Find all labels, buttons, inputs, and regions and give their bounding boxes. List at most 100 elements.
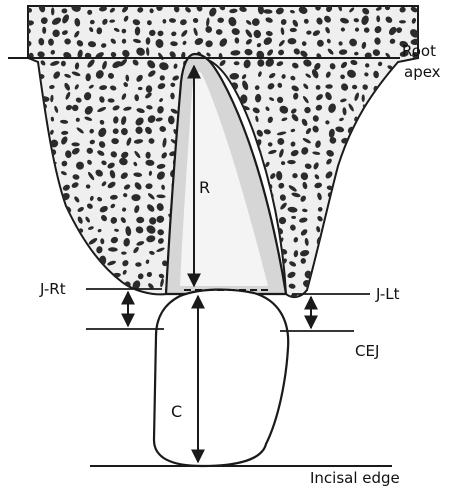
trabecula-mark — [360, 259, 370, 269]
trabecula-mark — [375, 224, 385, 236]
trabecula-mark — [64, 249, 73, 257]
trabecula-mark — [61, 226, 72, 235]
trabecula-mark — [337, 195, 344, 201]
trabecula-mark — [351, 179, 359, 188]
trabecula-mark — [409, 105, 414, 115]
trabecula-mark — [325, 257, 333, 266]
trabecula-mark — [327, 282, 335, 289]
trabecula-mark — [88, 295, 97, 302]
trabecula-mark — [51, 224, 57, 231]
trabecula-mark — [87, 262, 96, 269]
trabecula-mark — [408, 84, 416, 91]
trabecula-mark — [372, 259, 380, 266]
trabecula-mark — [373, 215, 379, 221]
trabecula-mark — [387, 207, 393, 213]
trabecula-mark — [349, 269, 359, 277]
trabecula-mark — [400, 179, 408, 189]
trabecula-mark — [411, 248, 421, 256]
trabecula-mark — [388, 260, 393, 269]
trabecula-mark — [50, 191, 59, 200]
trabecula-mark — [27, 184, 35, 192]
trabecula-mark — [340, 227, 346, 234]
trabecula-mark — [134, 292, 140, 298]
trabecula-mark — [386, 85, 394, 93]
trabecula-mark — [409, 115, 417, 122]
trabecula-mark — [364, 138, 369, 146]
trabecula-mark — [26, 282, 32, 288]
trabecula-mark — [75, 280, 82, 287]
trabecula-mark — [72, 292, 79, 298]
trabecula-mark — [351, 172, 359, 182]
trabecula-mark — [386, 269, 391, 277]
trabecula-mark — [376, 136, 382, 143]
trabecula-mark — [26, 73, 35, 81]
tooth-crown — [154, 290, 288, 466]
trabecula-mark — [27, 170, 36, 180]
trabecula-mark — [339, 248, 347, 257]
trabecula-mark — [325, 214, 336, 225]
trabecula-mark — [386, 214, 394, 222]
trabecula-mark — [27, 116, 35, 123]
trabecula-mark — [24, 150, 32, 155]
trabecula-mark — [50, 270, 58, 278]
trabecula-mark — [350, 257, 355, 264]
trabecula-mark — [63, 262, 69, 268]
trabecula-mark — [372, 118, 378, 124]
trabecula-mark — [398, 259, 407, 268]
trabecula-mark — [396, 128, 403, 135]
trabecula-mark — [407, 161, 416, 170]
trabecula-mark — [397, 213, 402, 223]
trabecula-mark — [60, 239, 68, 247]
trabecula-mark — [26, 247, 34, 254]
trabecula-mark — [341, 214, 345, 223]
trabecula-mark — [36, 194, 43, 201]
trabecula-mark — [374, 191, 382, 199]
trabecula-mark — [38, 173, 43, 180]
trabecula-mark — [111, 290, 120, 299]
trabecula-mark — [364, 224, 370, 232]
trabecula-mark — [388, 94, 395, 104]
trabecula-mark — [24, 217, 33, 221]
trabecula-mark — [335, 182, 344, 191]
trabecula-mark — [27, 107, 32, 111]
root-apex-label-line2: apex — [404, 64, 441, 80]
trabecula-mark — [339, 257, 345, 267]
trabecula-mark — [388, 139, 396, 143]
trabecula-mark — [72, 238, 80, 244]
trabecula-mark — [407, 289, 417, 300]
trabecula-mark — [41, 182, 48, 189]
trabecula-mark — [347, 149, 358, 157]
trabecula-mark — [28, 127, 36, 135]
incisal-edge-label: Incisal edge — [310, 470, 400, 486]
trabecula-mark — [23, 226, 32, 234]
trabecula-mark — [386, 181, 397, 192]
trabecula-mark — [328, 249, 335, 258]
trabecula-mark — [411, 183, 417, 188]
trabecula-mark — [353, 197, 357, 200]
trabecula-mark — [375, 103, 383, 111]
trabecula-mark — [362, 114, 371, 123]
trabecula-mark — [388, 74, 398, 81]
trabecula-mark — [97, 294, 105, 303]
trabecula-mark — [410, 234, 418, 244]
trabecula-mark — [390, 117, 396, 126]
crown-label: C — [171, 404, 182, 420]
trabecula-mark — [314, 280, 320, 288]
junction-left-label: J-Lt — [376, 286, 400, 302]
trabecula-mark — [351, 214, 361, 223]
trabecula-mark — [375, 170, 385, 178]
trabecula-mark — [84, 251, 90, 257]
trabecula-mark — [351, 205, 360, 215]
trabecula-mark — [394, 246, 405, 255]
trabecula-mark — [364, 292, 371, 299]
trabecula-mark — [351, 227, 359, 233]
trabecula-mark — [398, 229, 405, 236]
trabecula-mark — [77, 271, 82, 277]
cej-label: CEJ — [355, 343, 379, 359]
trabecula-mark — [375, 128, 383, 136]
trabecula-mark — [277, 294, 286, 302]
trabecula-mark — [339, 235, 351, 247]
trabecula-mark — [74, 247, 81, 254]
trabecula-mark — [95, 277, 106, 288]
